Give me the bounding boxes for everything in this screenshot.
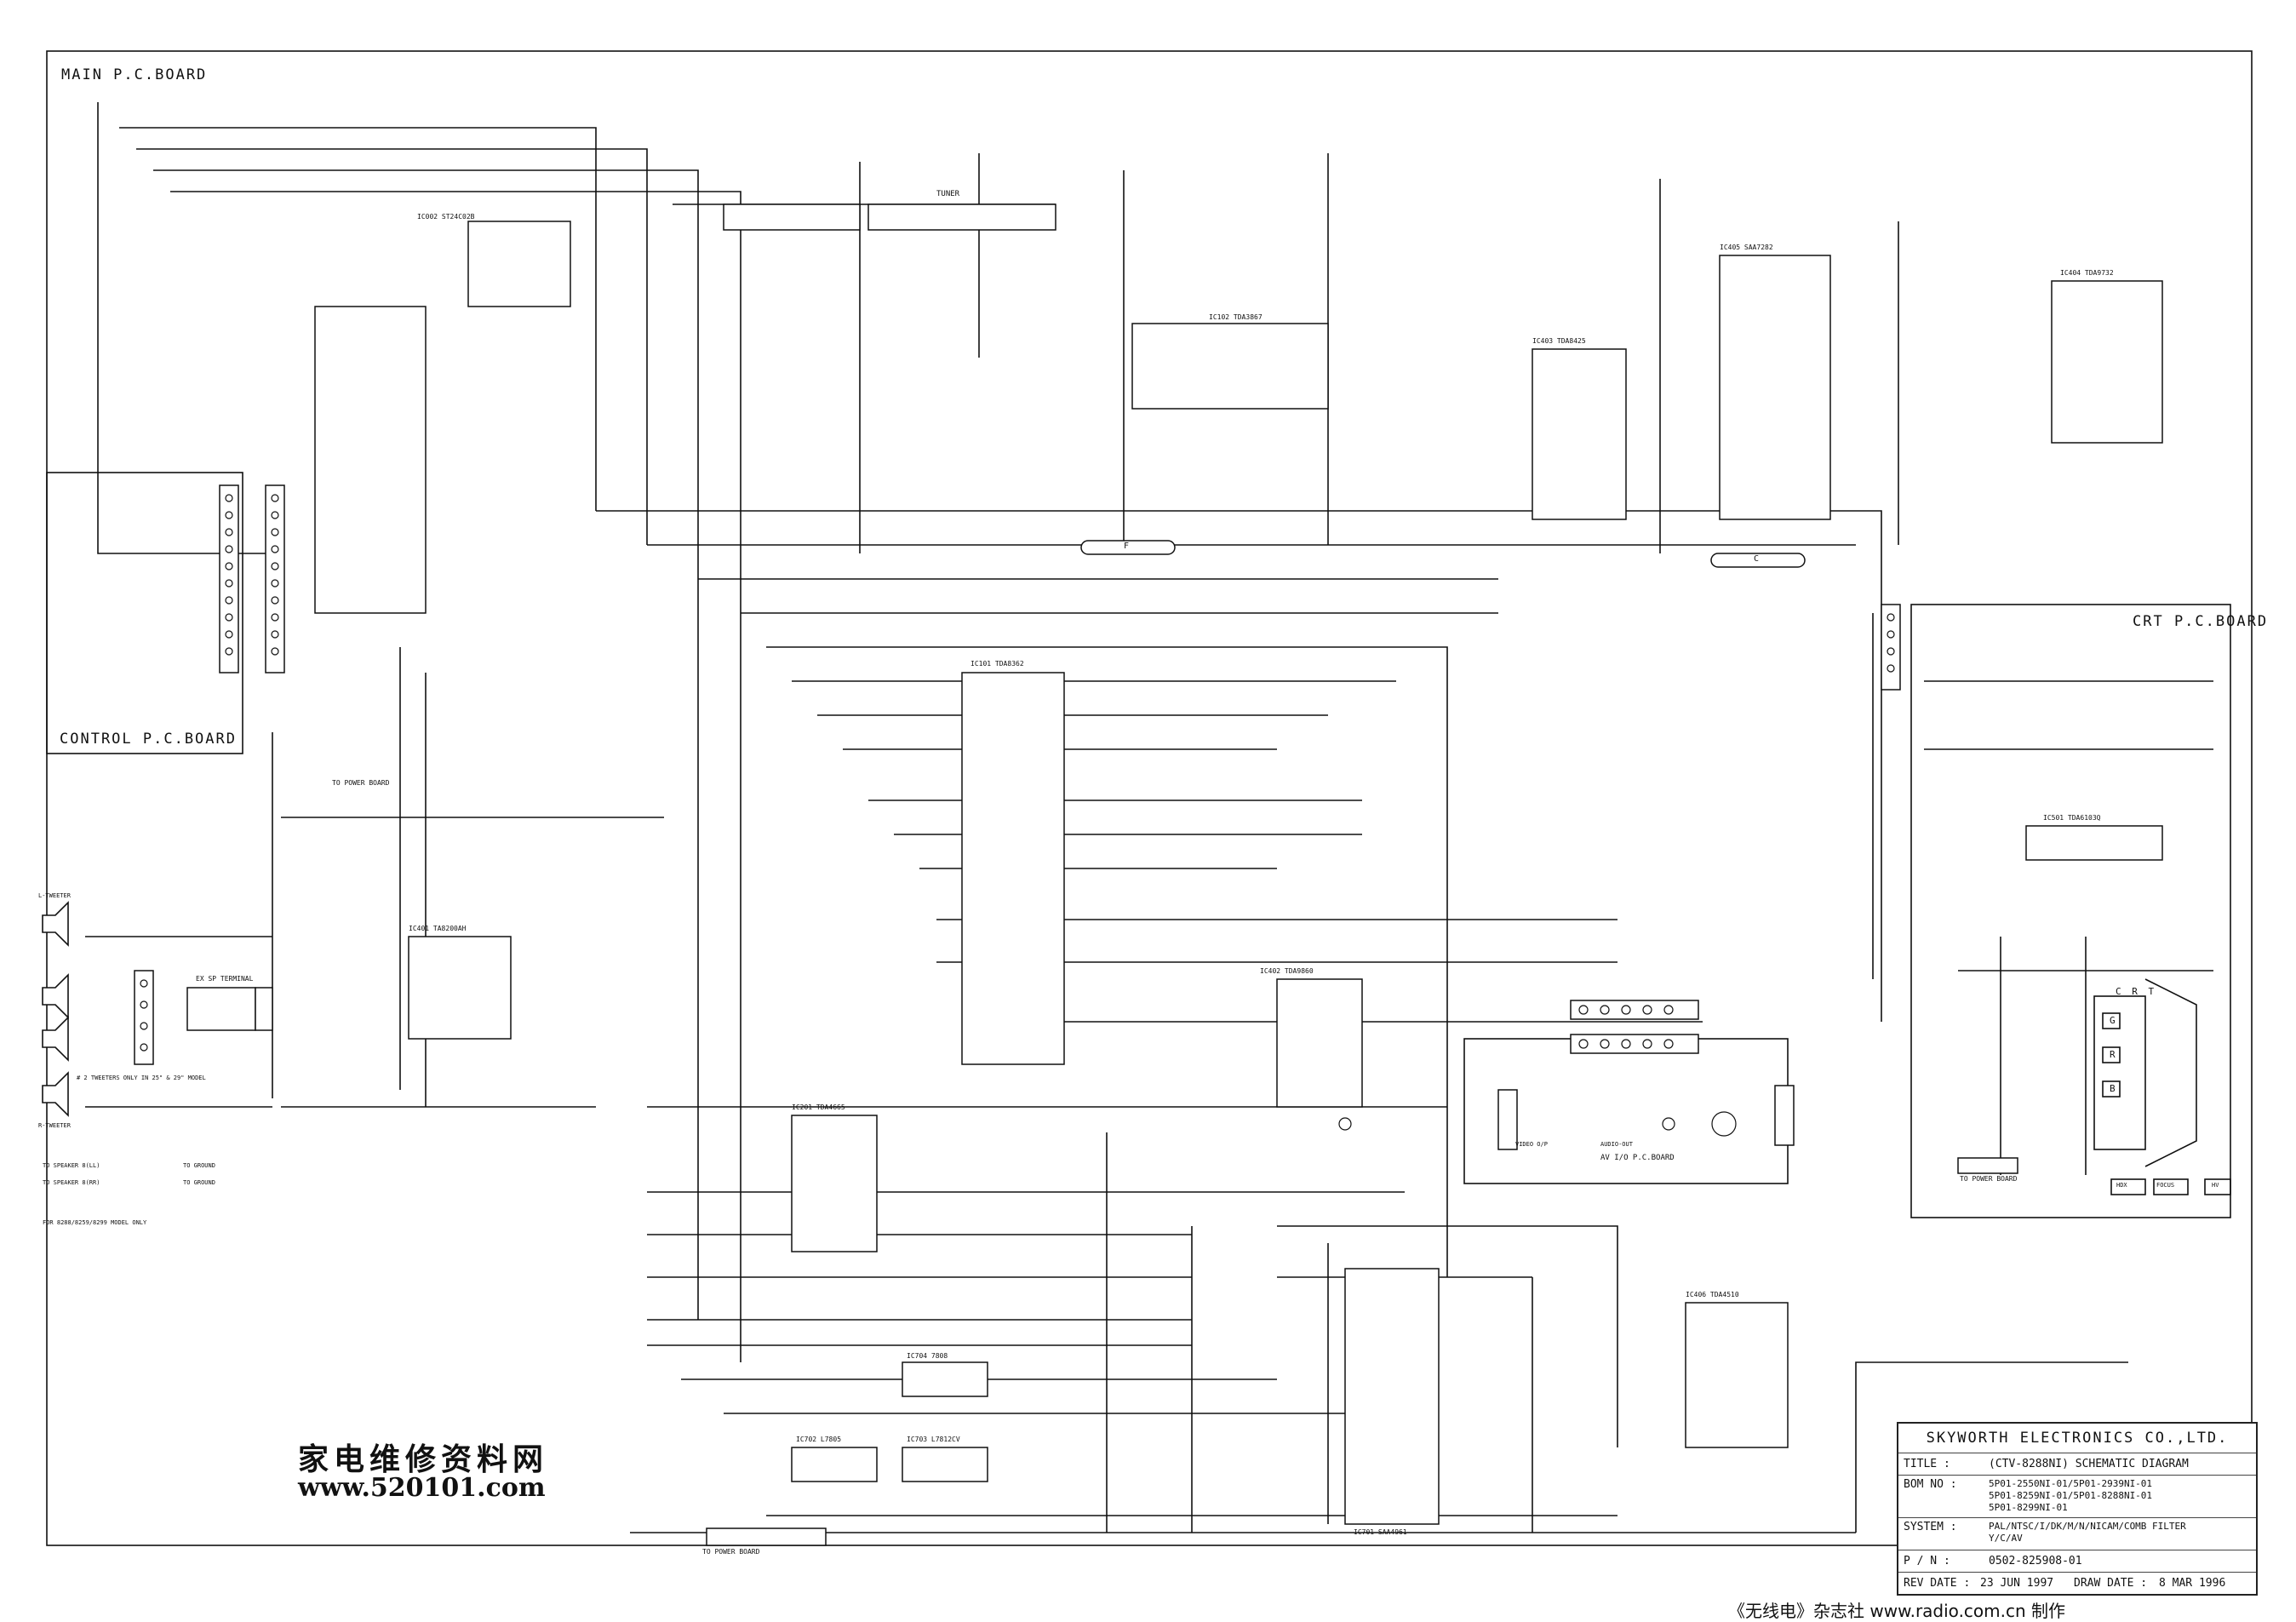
tweeter-note: # 2 TWEETERS ONLY IN 25" & 29" MODEL bbox=[77, 1075, 206, 1081]
connector-f-label: F bbox=[1124, 542, 1130, 551]
draw-value: 8 MAR 1996 bbox=[2159, 1577, 2226, 1590]
ic-label-ic405: IC405 SAA7282 bbox=[1720, 244, 1773, 251]
system-row: SYSTEM : PAL/NTSC/I/DK/M/N/NICAM/COMB FI… bbox=[1898, 1518, 2256, 1550]
ic-label-ic406: IC406 TDA4510 bbox=[1686, 1291, 1739, 1298]
model-note: FOR 8288/8259/8299 MODEL ONLY bbox=[43, 1219, 147, 1226]
ic-label-ic102: IC102 TDA3867 bbox=[1209, 313, 1263, 321]
ic-label-ic403: IC403 TDA8425 bbox=[1532, 337, 1586, 345]
audio-out-label: AUDIO-OUT bbox=[1600, 1141, 1633, 1148]
ic-label-ic201: IC201 TDA4665 bbox=[792, 1103, 845, 1111]
title-key: TITLE : bbox=[1904, 1458, 1950, 1470]
pn-row: P / N : 0502-825908-01 bbox=[1898, 1550, 2256, 1573]
draw-key: DRAW DATE : bbox=[2074, 1577, 2148, 1590]
watermark-credit: 《无线电》杂志社 www.radio.com.cn 制作 bbox=[1728, 1601, 2066, 1621]
company-name: SKYWORTH ELECTRONICS CO.,LTD. bbox=[1898, 1424, 2256, 1453]
ex-sp-terminal-label: EX SP TERMINAL bbox=[196, 975, 254, 983]
connector-c-label: C bbox=[1754, 554, 1760, 564]
title-value: (CTV-8288NI) SCHEMATIC DIAGRAM bbox=[1989, 1458, 2189, 1470]
r-tweeter-label: R-TWEETER bbox=[38, 1122, 71, 1129]
to-ground-label-1: TO GROUND bbox=[183, 1162, 215, 1169]
video-out-label: VIDEO O/P bbox=[1515, 1141, 1548, 1148]
bom-value: 5P01-2550NI-01/5P01-2939NI-01 5P01-8259N… bbox=[1989, 1478, 2153, 1513]
crt-g-label: G bbox=[2110, 1015, 2116, 1026]
watermark-site-url: www.520101.com bbox=[298, 1473, 546, 1503]
ic-label-ic402: IC402 TDA9860 bbox=[1260, 967, 1314, 975]
to-power-board-label-3: TO POWER BOARD bbox=[1960, 1175, 2018, 1183]
l-tweeter-label: L-TWEETER bbox=[38, 892, 71, 899]
system-key: SYSTEM : bbox=[1904, 1521, 1957, 1533]
ic-label-ic002: IC002 ST24C02B bbox=[417, 213, 475, 221]
title-row: TITLE : (CTV-8288NI) SCHEMATIC DIAGRAM bbox=[1898, 1453, 2256, 1476]
rev-value: 23 JUN 1997 bbox=[1980, 1577, 2054, 1590]
ic-label-ic702: IC702 L7805 bbox=[796, 1436, 842, 1443]
crt-board-label: CRT P.C.BOARD bbox=[2133, 613, 2269, 630]
bom-row: BOM NO : 5P01-2550NI-01/5P01-2939NI-01 5… bbox=[1898, 1476, 2256, 1518]
main-board-label: MAIN P.C.BOARD bbox=[61, 66, 208, 83]
hv-label: HV bbox=[2212, 1182, 2219, 1189]
crt-r-label: R bbox=[2110, 1049, 2116, 1060]
ic-label-ic703: IC703 L7812CV bbox=[907, 1436, 960, 1443]
av-io-board-label: AV I/O P.C.BOARD bbox=[1600, 1154, 1675, 1162]
control-board-label: CONTROL P.C.BOARD bbox=[60, 731, 237, 748]
ic-label-ic101: IC101 TDA8362 bbox=[971, 660, 1024, 668]
speaker-8ll-label: TO SPEAKER 8(LL) bbox=[43, 1162, 100, 1169]
ic-label-ic501: IC501 TDA6103Q bbox=[2043, 814, 2101, 822]
crt-b-label: B bbox=[2110, 1083, 2116, 1094]
to-ground-label-2: TO GROUND bbox=[183, 1179, 215, 1186]
rev-key: REV DATE : bbox=[1904, 1577, 1971, 1590]
system-value: PAL/NTSC/I/DK/M/N/NICAM/COMB FILTER Y/C/… bbox=[1989, 1521, 2186, 1544]
pn-key: P / N : bbox=[1904, 1555, 1950, 1568]
crt-label: C R T bbox=[2116, 986, 2157, 997]
date-row: REV DATE : 23 JUN 1997 DRAW DATE : 8 MAR… bbox=[1898, 1573, 2256, 1594]
watermark-site-cn: 家电维修资料网 bbox=[298, 1441, 549, 1477]
speaker-8rr-label: TO SPEAKER 8(RR) bbox=[43, 1179, 100, 1186]
ic-label-ic704: IC704 7808 bbox=[907, 1352, 948, 1360]
to-power-board-label-2: TO POWER BOARD bbox=[702, 1548, 760, 1556]
hdx-label: HDX bbox=[2116, 1182, 2127, 1189]
title-block: SKYWORTH ELECTRONICS CO.,LTD. TITLE : (C… bbox=[1897, 1422, 2258, 1596]
to-power-board-label-1: TO POWER BOARD bbox=[332, 779, 390, 787]
focus-label: FOCUS bbox=[2156, 1182, 2175, 1189]
ic-label-ic404: IC404 TDA9732 bbox=[2060, 269, 2114, 277]
ic-label-ic401: IC401 TA8200AH bbox=[409, 925, 467, 932]
pn-value: 0502-825908-01 bbox=[1989, 1555, 2082, 1568]
ic-label-ic701: IC701 SAA4961 bbox=[1354, 1528, 1407, 1536]
bom-key: BOM NO : bbox=[1904, 1478, 1957, 1491]
tuner-label: TUNER bbox=[936, 190, 960, 198]
